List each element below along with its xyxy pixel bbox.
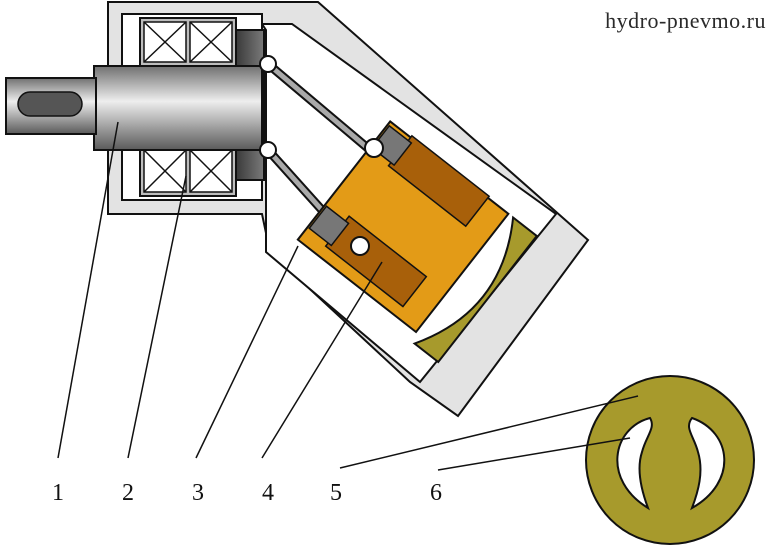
kidney-port-right [688, 416, 726, 511]
leader-line-4 [261, 261, 383, 459]
cylinder-block-assembly [296, 120, 539, 364]
piston-rod-upper-fill [265, 61, 373, 153]
callout-4: 4 [262, 480, 274, 506]
ball-joint-shaft-upper [259, 55, 277, 73]
cylinder-bore-upper [370, 124, 413, 167]
valve-plate-dome [412, 215, 539, 364]
valve-plate-detail [585, 375, 755, 545]
callout-1: 1 [52, 480, 64, 506]
shaft-keyway [17, 91, 83, 117]
leader-line-3 [195, 245, 299, 459]
ball-joint-shaft-lower [259, 141, 277, 159]
bearing-upper [139, 17, 237, 67]
ball-joint-piston-lower [350, 236, 370, 256]
leader-line-1 [57, 121, 119, 459]
leader-line-6 [437, 437, 631, 471]
cylinder-bore-lower [308, 205, 350, 247]
kidney-port-left [616, 416, 653, 511]
leader-line-5 [339, 395, 639, 469]
bearing-lower [139, 145, 237, 197]
ball-joint-piston-upper [364, 138, 384, 158]
leader-line-2 [127, 175, 187, 459]
callout-6: 6 [430, 480, 442, 506]
drive-shaft-body [93, 65, 263, 151]
callout-2: 2 [122, 480, 134, 506]
callout-5: 5 [330, 480, 342, 506]
site-watermark: hydro-pnevmo.ru [605, 8, 766, 33]
callout-3: 3 [192, 480, 204, 506]
